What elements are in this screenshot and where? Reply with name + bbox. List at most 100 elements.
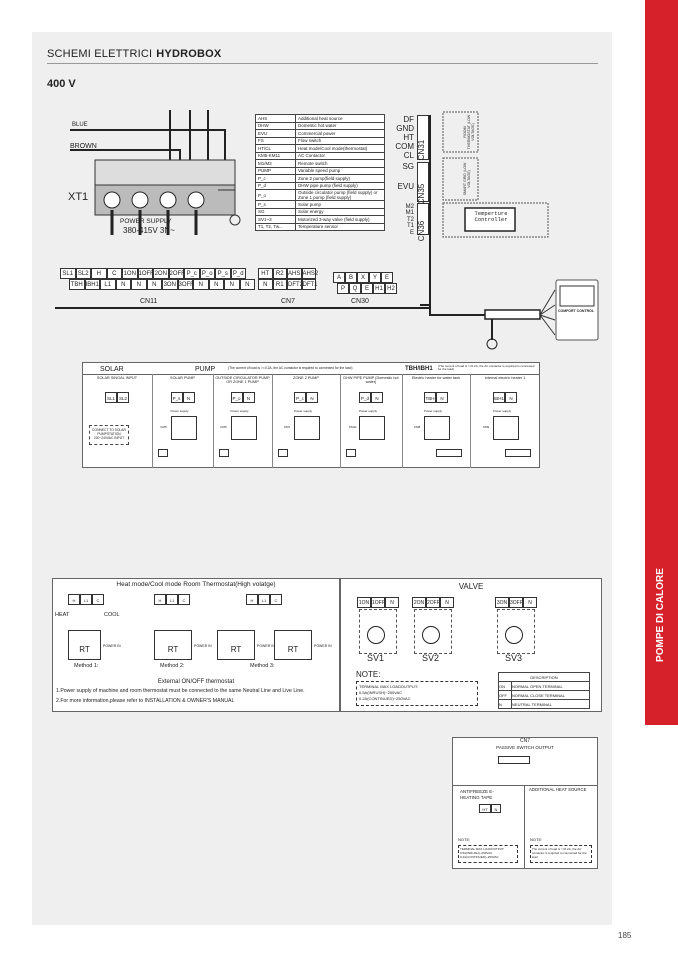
pin-t2: T2 [406,216,414,223]
column-title: Internal electric heater 1 [484,376,526,380]
external-thermostat-label: External ON/OFF thermostat [157,679,235,685]
terminal-n: N [115,279,131,290]
power-in-label: POWER IN [103,644,121,648]
terminal-3off: 3OFF [177,279,194,290]
legend-row: T1, T2, Tw...Temperature sensor [255,222,385,231]
cn7-divider [452,785,598,786]
terminal: N [371,392,383,403]
method-label: Method 1: [74,663,99,669]
terminal-2on: 2ON [412,597,426,608]
pin-m2: M2 [405,204,414,210]
pump-icon [158,449,168,457]
legend-code: SG [255,207,296,216]
terminal-e: E [381,272,393,283]
xt1-label: XT1 [68,191,89,203]
control-wiring [420,111,599,350]
legend-desc: Zone 2 pump(field supply) [295,174,385,183]
terminal-b: B [345,272,357,283]
terminal-n: N [491,804,501,813]
solar-header: SOLAR [100,366,124,373]
contactor-label: KM9 [483,425,490,429]
desc-value: NORMAL OPEN TERMINAL [511,681,590,691]
power-in-label: POWER IN [314,644,332,648]
legend-code: P_o [255,189,296,201]
ac-contactor [424,416,450,440]
room-thermostat: RT [217,630,255,660]
contactor-label: KM11 [349,425,357,429]
terminal-dft2: DFT2 [287,279,303,290]
pin-df: DF [403,115,414,124]
valve-name: SV3 [505,653,523,663]
column-title: OUTSIDE CIRCULATOR PUMP OR ZONE 1 PUMP [215,376,270,384]
heater-icon [436,449,462,457]
pin-gnd: GND [396,124,414,133]
cn7-divider-v [524,785,525,869]
column-divider [213,374,214,468]
terminal-n: N [258,279,273,290]
valve-note-label: NOTE: [356,670,381,679]
terminal-ahs2: AHS2 [301,268,318,279]
terminal-c: C [270,594,282,605]
terminal-sl1: SL1 [60,268,76,279]
voltage-heading: 400 V [47,78,76,90]
column-title: Electric heater for water tank [411,376,461,380]
legend-code: P_s [255,200,296,209]
terminal-2off: 2OFF [168,268,185,279]
terminal: N [505,392,517,403]
side-tab [645,0,678,725]
legend-code: AHS [255,114,296,123]
column-title: SOLAR PUMP [170,376,195,380]
terminal-x: X [357,272,369,283]
ac-contactor [359,416,385,440]
terminal-n: N [239,279,255,290]
method-label: Method 3: [250,663,275,669]
contactor-label: KM5 [160,425,167,429]
terminal-c: C [178,594,190,605]
terminal: P_c [294,392,306,403]
terminal-h2: H2 [385,283,397,294]
terminal-n: N [146,279,162,290]
terminal-n: N [440,597,454,608]
terminal: N [182,392,195,403]
legend-desc: DHW pipe pump (field supply) [295,181,385,190]
legend-desc: Flow switch [295,136,385,145]
desc-value: NEUTRAL TERMINAL [511,699,590,709]
terminal-e: E [361,283,373,294]
valve-enclosure [414,609,452,654]
pump-icon [219,449,229,457]
legend-code: EVU [255,129,296,138]
terminal-3off: 3OFF [509,597,523,608]
cn30-label: CN30 [351,298,369,305]
room-thermostat: RT [274,630,312,660]
pin-e: E [409,229,414,236]
legend-desc: Outside circulator pump (field supply) o… [295,189,385,201]
column-divider [340,374,341,468]
legend-code: PUMP [255,166,296,175]
terminal-dft1: DFT1 [301,279,318,290]
terminal: SL2 [117,392,129,403]
terminal-q: Q [349,283,361,294]
pump-note: (The current of load is >=0.2A, the AC c… [228,366,353,370]
pin-sg: SG [402,162,414,171]
cn7-title: CN7 [519,738,530,744]
terminal-l1: L1 [80,594,92,605]
solar-pumpstation-box: CONNECT TO SOLAR PUMPSTATION 220~240VAC … [89,425,129,445]
passive-terminals [498,756,530,764]
tbh-header: TBH/IBH1 [405,366,433,372]
ac-contactor [230,416,257,440]
ac-contactor [294,416,320,440]
cn31-connector [417,115,429,160]
power-voltage-label: 380-415V 3N~ [123,226,175,235]
header-divider [47,63,598,64]
terminal-sl2: SL2 [75,268,91,279]
legend-desc: Motorized 3-way valve (field supply) [295,215,385,224]
